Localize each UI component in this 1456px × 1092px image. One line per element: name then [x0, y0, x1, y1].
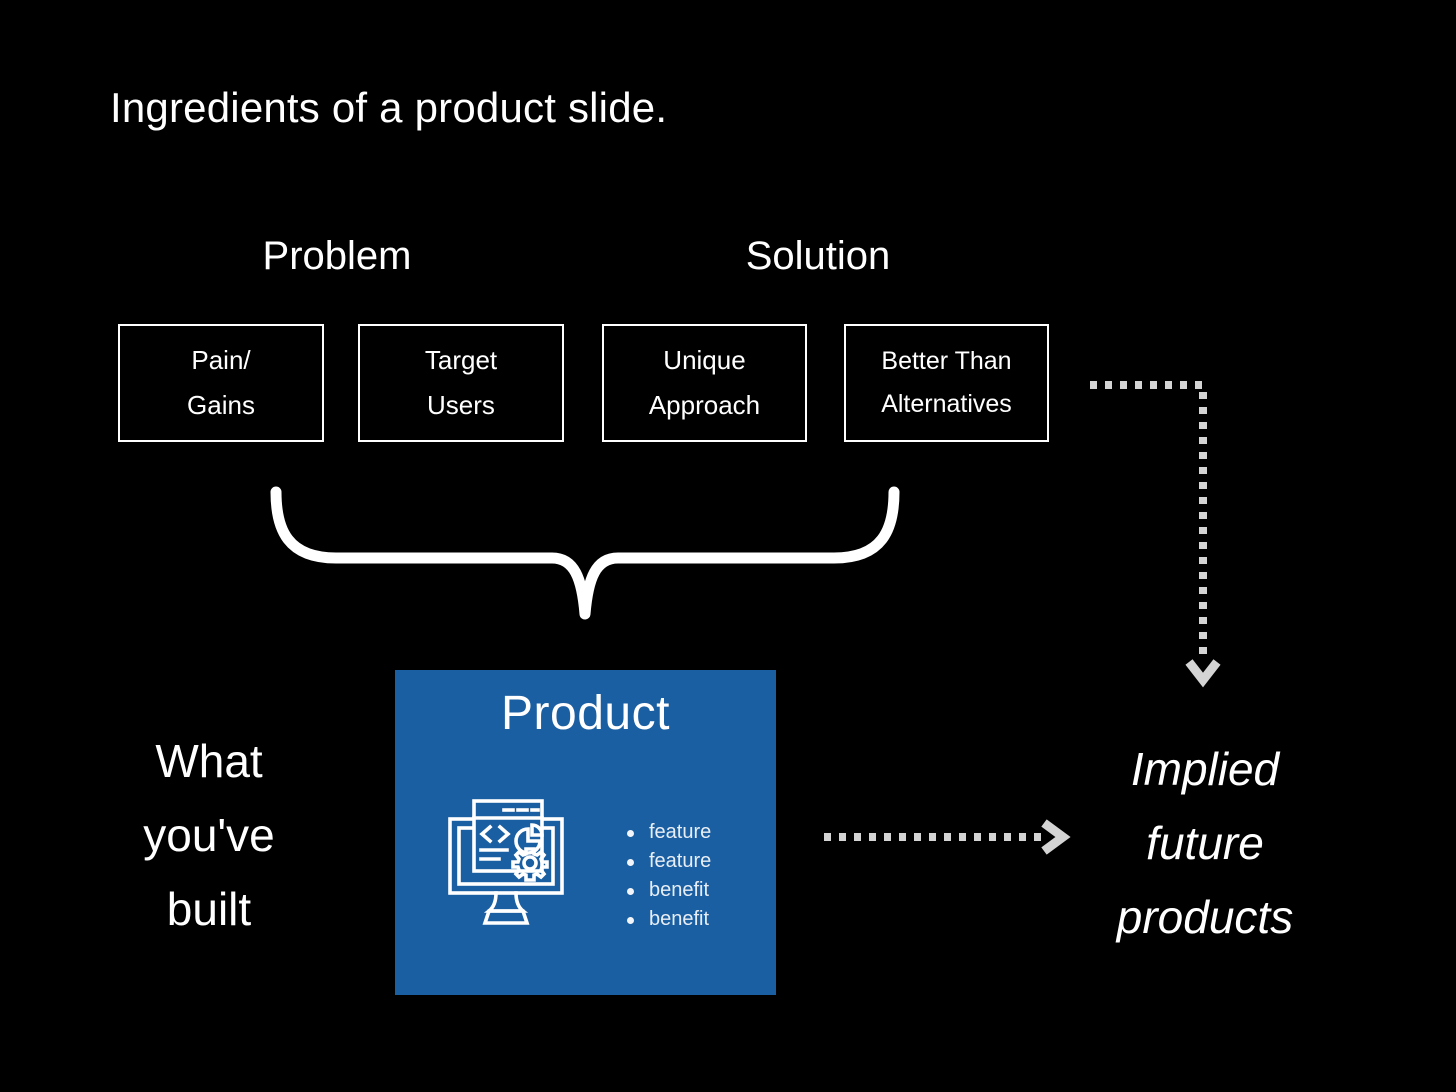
ingredient-box-label: Target Users	[424, 345, 498, 420]
dotted-arrow-right-icon	[824, 819, 1071, 855]
list-item: benefit	[627, 905, 711, 934]
ingredient-box-label: Better Than Alternatives	[881, 347, 1012, 418]
dotted-elbow-arrow-down-icon	[1090, 381, 1221, 688]
product-feature-list: feature feature benefit benefit	[627, 818, 711, 934]
ingredient-box-pain-gains[interactable]: Pain/ Gains	[118, 324, 324, 442]
ingredient-box-label: Pain/ Gains	[187, 345, 255, 420]
monitor-dashboard-icon	[448, 799, 564, 925]
product-card-title: Product	[501, 687, 670, 740]
ingredient-box-unique-approach[interactable]: Unique Approach	[602, 324, 807, 442]
ingredient-box-label: Unique Approach	[648, 345, 761, 420]
ingredient-box-target-users[interactable]: Target Users	[358, 324, 564, 442]
ingredient-box-better-than-alternatives[interactable]: Better Than Alternatives	[844, 324, 1049, 442]
list-item: benefit	[627, 876, 711, 905]
page-title: Ingredients of a product slide.	[110, 84, 668, 131]
caption-what-youve-built: What you've built	[143, 735, 275, 935]
list-item: feature	[627, 818, 711, 847]
section-heading-problem: Problem	[262, 234, 412, 278]
curly-brace-icon	[270, 486, 900, 620]
list-item: feature	[627, 847, 711, 876]
caption-implied-future-products: Implied future products	[1116, 743, 1294, 943]
product-card[interactable]: Product	[395, 670, 776, 995]
section-heading-solution: Solution	[745, 234, 891, 278]
